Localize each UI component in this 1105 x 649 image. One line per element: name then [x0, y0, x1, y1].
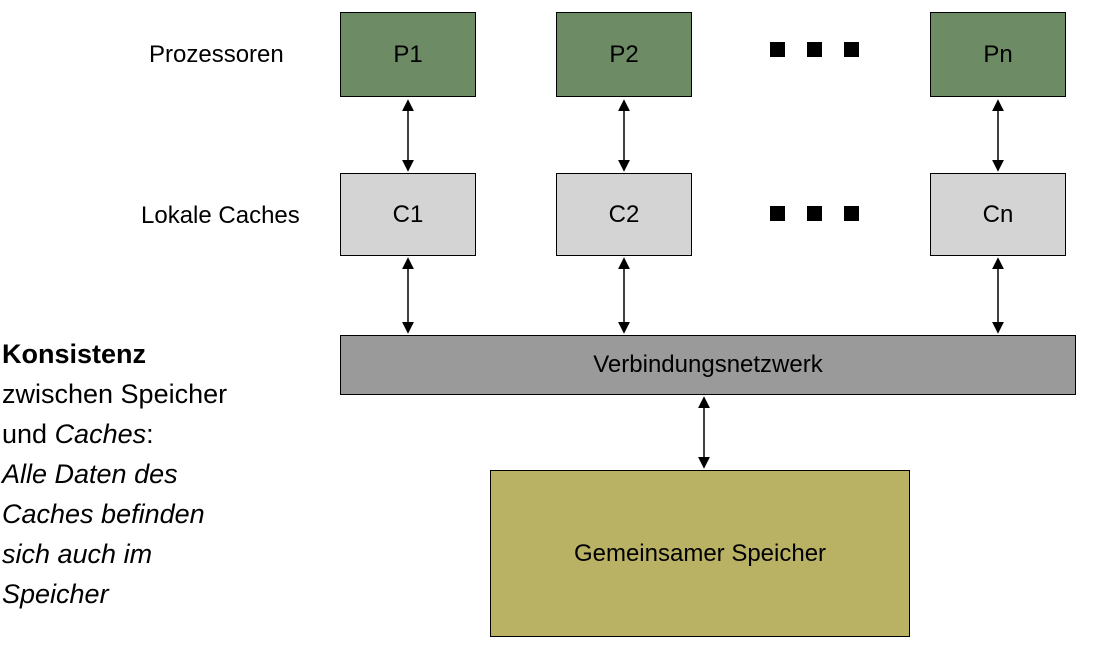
- processor-box-p2: P2: [556, 12, 692, 97]
- processor-box-p1: P1: [340, 12, 476, 97]
- note-line-und-caches: und Caches:: [2, 414, 322, 454]
- network-label: Verbindungsnetzwerk: [593, 351, 823, 378]
- dot-icon: [844, 206, 859, 221]
- cache-box-c1: C1: [340, 173, 476, 256]
- cache-label-c2: C2: [608, 200, 640, 228]
- caches-ellipsis-dots: [770, 206, 859, 221]
- memory-box: Gemeinsamer Speicher: [490, 470, 910, 637]
- processors-row-label: Prozessoren: [149, 41, 284, 68]
- dot-icon: [807, 206, 822, 221]
- note-line-konsistenz: Konsistenz: [2, 339, 147, 369]
- caches-row-label: Lokale Caches: [141, 202, 300, 229]
- dot-icon: [770, 206, 785, 221]
- consistency-note: Konsistenz zwischen Speicher und Caches:…: [2, 334, 322, 614]
- note-line-zwischen-speicher: zwischen Speicher: [2, 379, 228, 409]
- processor-box-pn: Pn: [930, 12, 1066, 97]
- processor-label-pn: Pn: [983, 40, 1013, 68]
- note-colon: :: [146, 419, 154, 449]
- cache-label-c1: C1: [392, 200, 424, 228]
- dot-icon: [770, 42, 785, 57]
- dot-icon: [844, 42, 859, 57]
- processor-label-p1: P1: [393, 40, 423, 68]
- note-caches-italic: Caches: [54, 419, 147, 449]
- note-und-text: und: [2, 419, 55, 449]
- memory-label: Gemeinsamer Speicher: [573, 539, 827, 567]
- processor-label-p2: P2: [609, 40, 639, 68]
- note-italic-line-2: Caches befinden: [2, 499, 205, 529]
- cache-label-cn: Cn: [982, 200, 1014, 228]
- note-italic-line-1: Alle Daten des: [2, 459, 178, 489]
- network-box: Verbindungsnetzwerk: [340, 335, 1076, 395]
- cache-box-c2: C2: [556, 173, 692, 256]
- cache-box-cn: Cn: [930, 173, 1066, 256]
- dot-icon: [807, 42, 822, 57]
- note-italic-line-4: Speicher: [2, 579, 109, 609]
- note-italic-line-3: sich auch im: [2, 539, 153, 569]
- processors-ellipsis-dots: [770, 42, 859, 57]
